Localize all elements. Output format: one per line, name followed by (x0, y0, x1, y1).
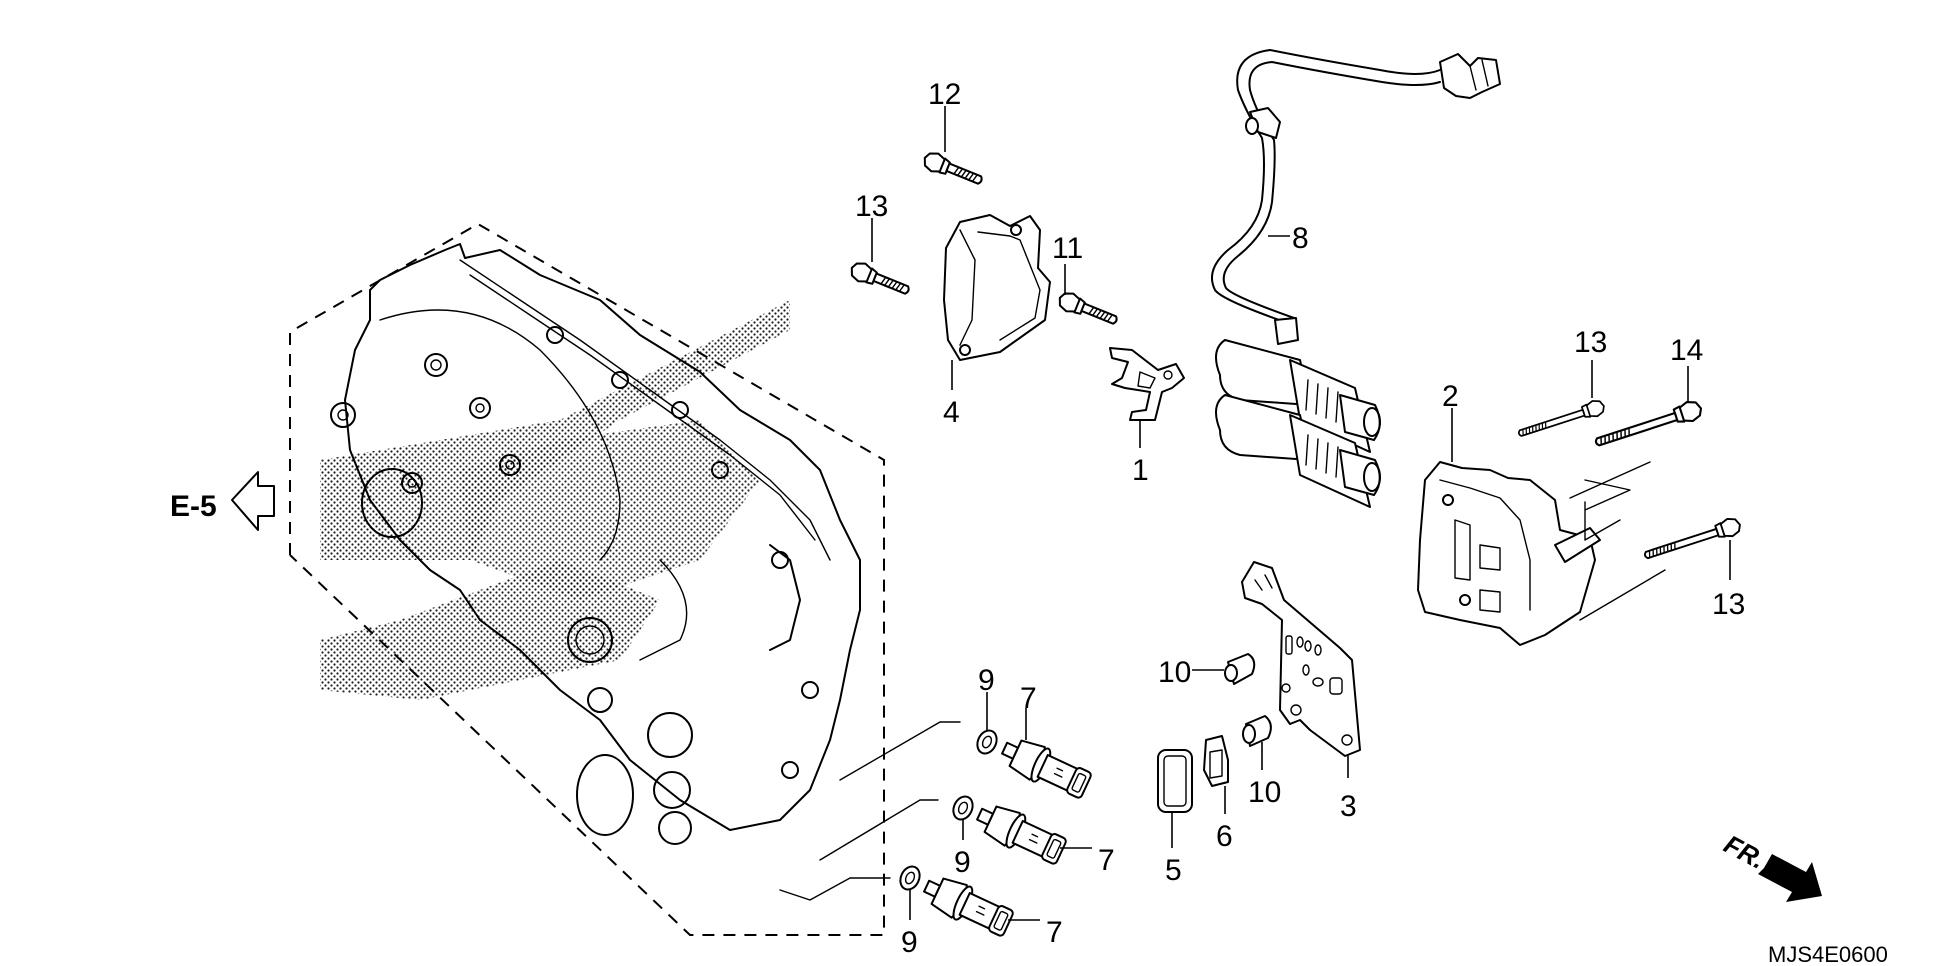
part-7-switch-c[interactable]: 7 (918, 868, 1063, 949)
front-label: FR. (1719, 829, 1770, 875)
part-11-bolt[interactable]: 11 (1052, 232, 1121, 332)
callout-9: 9 (954, 846, 971, 879)
arrow-left-outline-icon (231, 471, 275, 531)
callout-1: 1 (1132, 454, 1149, 487)
callout-9: 9 (978, 664, 995, 697)
callout-10: 10 (1248, 776, 1281, 809)
part-10-dowel-lower[interactable]: 10 (1242, 715, 1281, 809)
callout-12: 12 (928, 78, 961, 111)
callout-13: 13 (1712, 588, 1745, 621)
part-12-bolt-lower[interactable]: 13 (847, 190, 913, 302)
part-7-switch-b[interactable]: 7 (971, 796, 1115, 877)
callout-6: 6 (1216, 820, 1233, 853)
front-indicator: FR. (1719, 829, 1822, 902)
reference-label: E-5 (170, 490, 217, 523)
part-14-bolt[interactable]: 14 (1591, 334, 1705, 453)
part-4-cover[interactable]: 4 (943, 214, 1051, 429)
part-9-washer-b[interactable]: 9 (950, 793, 976, 879)
callout-7: 7 (1020, 682, 1037, 715)
callout-12: 13 (855, 190, 888, 223)
diagram-code: MJS4E0600 (1768, 942, 1888, 966)
part-9-washer-c[interactable]: 9 (897, 863, 923, 959)
arrow-down-right-solid-icon (1758, 854, 1822, 902)
leader-to-cover (779, 877, 891, 901)
callout-8: 8 (1292, 222, 1309, 255)
reference-outline-dashed (289, 222, 885, 936)
part-9-washer-a[interactable]: 9 (974, 664, 1000, 757)
part-10-dowel-upper[interactable]: 10 (1158, 653, 1256, 689)
callout-7: 7 (1046, 916, 1063, 949)
callout-5: 5 (1165, 854, 1182, 887)
callout-7: 7 (1098, 844, 1115, 877)
callout-13: 13 (1574, 326, 1607, 359)
callout-14: 14 (1670, 334, 1703, 367)
part-2-valve-body[interactable]: 2 (1417, 380, 1666, 646)
leader-to-cover (839, 721, 961, 781)
callout-11: 11 (1052, 232, 1083, 265)
part-12-bolt-upper[interactable]: 12 (920, 78, 986, 192)
reference-e5[interactable]: E-5 (170, 471, 275, 531)
callout-10: 10 (1158, 656, 1191, 689)
callout-4: 4 (943, 396, 960, 429)
solenoid-upper (1215, 339, 1381, 453)
part-5-gasket[interactable]: 5 (1157, 749, 1193, 887)
part-8-solenoid-harness[interactable]: 8 (1211, 49, 1501, 508)
part-1-bracket[interactable]: 1 (1109, 347, 1185, 487)
callout-2: 2 (1442, 380, 1459, 413)
leader-to-cover (819, 799, 939, 861)
callout-3: 3 (1340, 790, 1357, 823)
part-13-bolt-upper[interactable]: 13 (1515, 326, 1607, 442)
part-7-switch-a[interactable]: 7 (996, 682, 1095, 804)
cover-body-outline (330, 243, 861, 845)
dot-shading (320, 300, 790, 700)
solenoid-lower (1215, 394, 1381, 508)
part-3-separator-plate[interactable]: 3 (1241, 561, 1361, 823)
callout-9: 9 (901, 926, 918, 959)
part-13-bolt-lower[interactable]: 13 (1641, 514, 1745, 621)
crankcase-cover-reference (289, 222, 961, 936)
part-6-filter[interactable]: 6 (1203, 735, 1233, 853)
